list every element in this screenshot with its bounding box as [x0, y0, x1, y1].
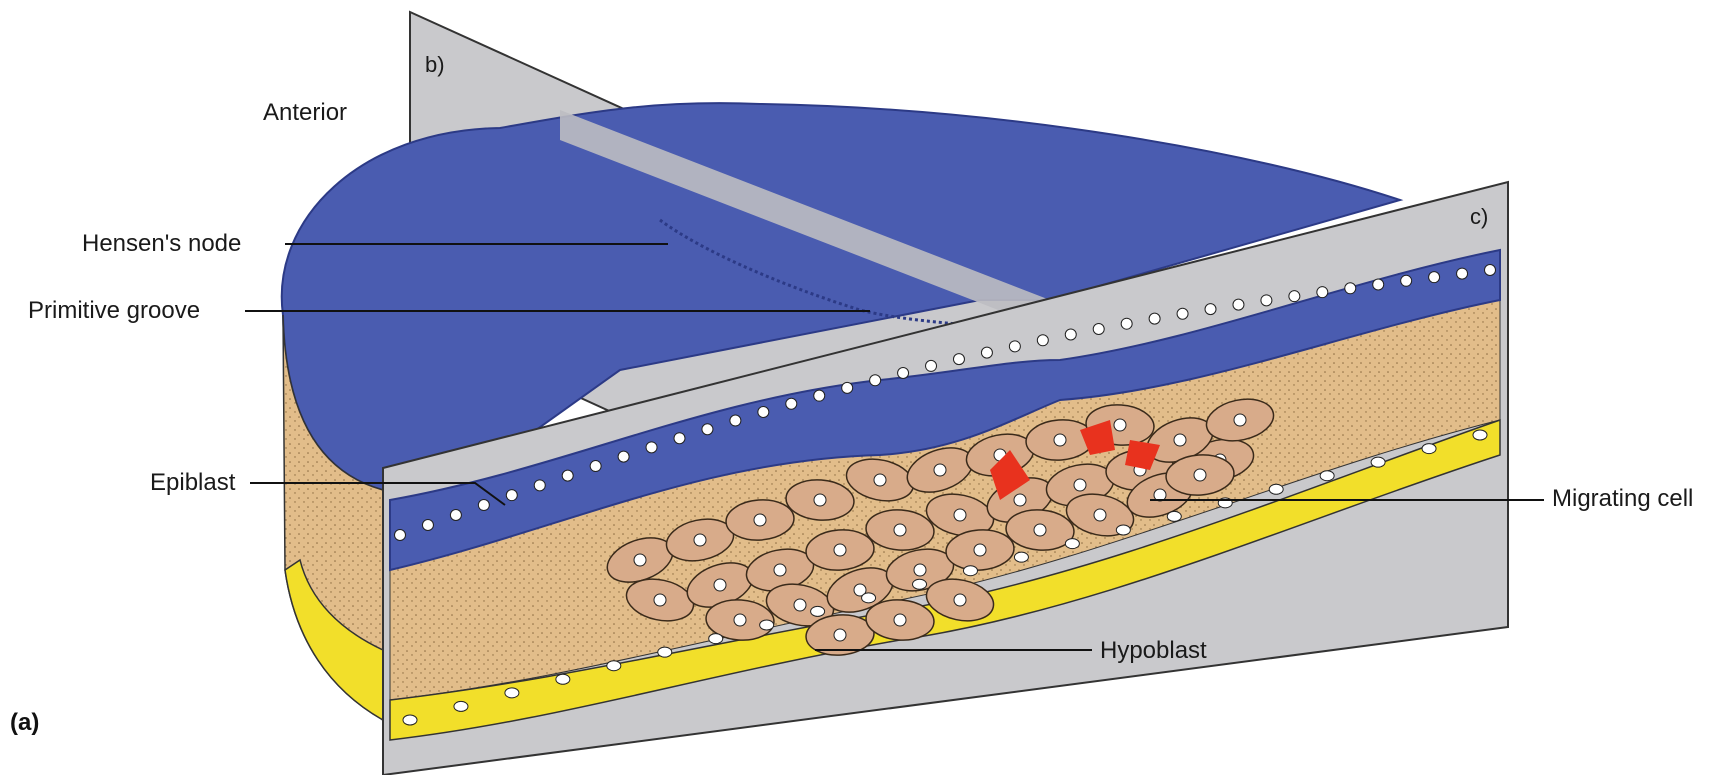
- nucleus: [1094, 509, 1106, 521]
- nucleus: [814, 494, 826, 506]
- epiblast-nucleus: [981, 347, 992, 358]
- epiblast-nucleus: [1485, 265, 1496, 276]
- nucleus: [1234, 414, 1246, 426]
- epiblast-nucleus: [1009, 341, 1020, 352]
- nucleus: [694, 534, 706, 546]
- epiblast-nucleus: [1317, 287, 1328, 298]
- nucleus: [1054, 434, 1066, 446]
- epiblast-nucleus: [534, 480, 545, 491]
- hypoblast-nucleus: [1371, 457, 1385, 467]
- epiblast-nucleus: [814, 390, 825, 401]
- hypoblast-nucleus: [1422, 444, 1436, 454]
- hypoblast-nucleus: [658, 647, 672, 657]
- epiblast-nucleus: [590, 461, 601, 472]
- epiblast-nucleus: [1121, 318, 1132, 329]
- epiblast-nucleus: [702, 424, 713, 435]
- epiblast-nucleus: [842, 382, 853, 393]
- nucleus: [734, 614, 746, 626]
- hypoblast-nucleus: [1473, 430, 1487, 440]
- epiblast-nucleus: [1093, 323, 1104, 334]
- epiblast-nucleus: [450, 509, 461, 520]
- epiblast-nucleus: [1345, 283, 1356, 294]
- nucleus: [954, 509, 966, 521]
- label-primitive-groove: Primitive groove: [28, 297, 200, 324]
- epiblast-nucleus: [506, 490, 517, 501]
- nucleus: [934, 464, 946, 476]
- nucleus: [774, 564, 786, 576]
- epiblast-nucleus: [422, 519, 433, 530]
- epiblast-nucleus: [870, 375, 881, 386]
- epiblast-nucleus: [618, 451, 629, 462]
- hypoblast-nucleus: [505, 688, 519, 698]
- hypoblast-nucleus: [1320, 471, 1334, 481]
- nucleus: [654, 594, 666, 606]
- hypoblast-nucleus: [862, 593, 876, 603]
- nucleus: [954, 594, 966, 606]
- epiblast-nucleus: [478, 500, 489, 511]
- panel-label-b: b): [425, 52, 445, 77]
- epiblast-nucleus: [1065, 329, 1076, 340]
- epiblast-nucleus: [730, 415, 741, 426]
- epiblast-nucleus: [786, 398, 797, 409]
- epiblast-nucleus: [758, 407, 769, 418]
- nucleus: [834, 629, 846, 641]
- nucleus: [1014, 494, 1026, 506]
- nucleus: [794, 599, 806, 611]
- hypoblast-nucleus: [1014, 552, 1028, 562]
- epiblast-nucleus: [1233, 299, 1244, 310]
- epiblast-nucleus: [1401, 275, 1412, 286]
- epiblast-nucleus: [953, 354, 964, 365]
- figure-label: (a): [10, 709, 39, 736]
- epiblast-nucleus: [1205, 304, 1216, 315]
- hypoblast-nucleus: [913, 579, 927, 589]
- epiblast-nucleus: [1289, 291, 1300, 302]
- epiblast-nucleus: [646, 442, 657, 453]
- nucleus: [834, 544, 846, 556]
- nucleus: [914, 564, 926, 576]
- epiblast-nucleus: [898, 367, 909, 378]
- nucleus: [974, 544, 986, 556]
- nucleus: [1034, 524, 1046, 536]
- epiblast-nucleus: [1177, 308, 1188, 319]
- epiblast-nucleus: [674, 433, 685, 444]
- nucleus: [634, 554, 646, 566]
- epiblast-nucleus: [926, 360, 937, 371]
- epiblast-nucleus: [1429, 272, 1440, 283]
- nucleus: [1074, 479, 1086, 491]
- hypoblast-nucleus: [607, 661, 621, 671]
- epiblast-nucleus: [1149, 313, 1160, 324]
- nucleus: [894, 524, 906, 536]
- nucleus: [894, 614, 906, 626]
- label-hypoblast: Hypoblast: [1100, 637, 1207, 664]
- nucleus: [1174, 434, 1186, 446]
- label-anterior: Anterior: [263, 99, 347, 126]
- hypoblast-nucleus: [1269, 484, 1283, 494]
- epiblast-nucleus: [1261, 295, 1272, 306]
- hypoblast-nucleus: [1065, 539, 1079, 549]
- label-migrating-cell: Migrating cell: [1552, 485, 1693, 512]
- hypoblast-nucleus: [811, 606, 825, 616]
- epiblast-nucleus: [1457, 268, 1468, 279]
- epiblast-nucleus: [562, 470, 573, 481]
- hypoblast-nucleus: [760, 620, 774, 630]
- hypoblast-nucleus: [1116, 525, 1130, 535]
- nucleus: [754, 514, 766, 526]
- hypoblast-nucleus: [963, 566, 977, 576]
- hypoblast-nucleus: [1167, 511, 1181, 521]
- nucleus: [1114, 419, 1126, 431]
- panel-label-c: c): [1470, 204, 1488, 229]
- epiblast-nucleus: [1373, 279, 1384, 290]
- nucleus: [874, 474, 886, 486]
- label-hensens-node: Hensen's node: [82, 230, 241, 257]
- epiblast-nucleus: [1037, 335, 1048, 346]
- label-epiblast: Epiblast: [150, 469, 236, 496]
- hypoblast-nucleus: [403, 715, 417, 725]
- hypoblast-nucleus: [556, 674, 570, 684]
- epiblast-nucleus: [395, 530, 406, 541]
- hypoblast-nucleus: [454, 701, 468, 711]
- nucleus: [1194, 469, 1206, 481]
- nucleus: [714, 579, 726, 591]
- hypoblast-nucleus: [709, 634, 723, 644]
